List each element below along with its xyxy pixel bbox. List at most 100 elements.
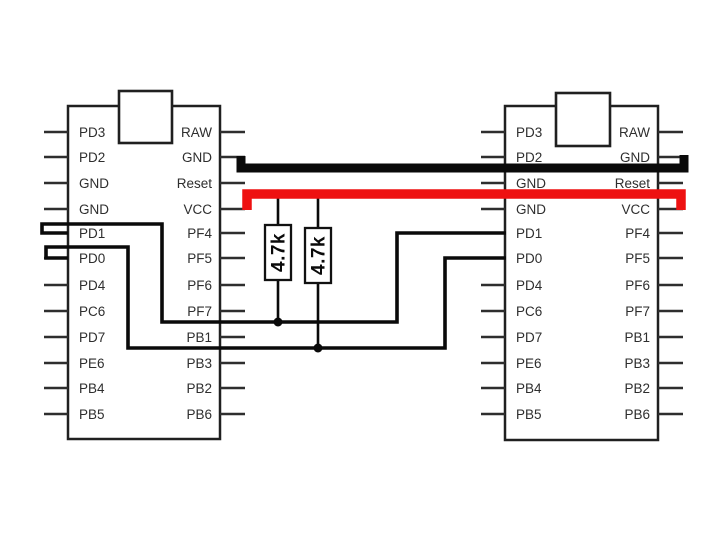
- pin-label: GND: [79, 202, 109, 217]
- resistor-value-label: 4.7k: [309, 236, 330, 275]
- pin-label: PD0: [79, 251, 105, 266]
- pin-label: PD2: [516, 150, 542, 165]
- resistor-body: [303, 226, 333, 285]
- pin-pd4: PD4: [44, 278, 106, 293]
- pin-label: PD0: [516, 251, 542, 266]
- pin-pd7: PD7: [481, 330, 542, 345]
- pin-pf5: PF5: [625, 251, 683, 266]
- pin-gnd: GND: [481, 176, 546, 191]
- junction-dot: [313, 343, 323, 353]
- pin-label: PB1: [186, 330, 212, 345]
- pin-pb2: PB2: [624, 381, 683, 396]
- pin-pb1: PB1: [186, 330, 245, 345]
- pin-pf6: PF6: [187, 278, 245, 293]
- pin-pb3: PB3: [624, 356, 683, 371]
- pin-label: PB4: [516, 381, 542, 396]
- junction-dot: [273, 317, 283, 327]
- pin-gnd: GND: [44, 202, 109, 217]
- pin-label: PB3: [186, 356, 212, 371]
- pin-label: PD2: [79, 150, 105, 165]
- pin-label: RAW: [181, 125, 212, 140]
- pin-pe6: PE6: [44, 356, 105, 371]
- pin-label: PF6: [187, 278, 212, 293]
- pin-pd3: PD3: [44, 125, 105, 140]
- pin-pd4: PD4: [481, 278, 543, 293]
- pin-label: PB2: [624, 381, 650, 396]
- pin-gnd: GND: [44, 176, 109, 191]
- pin-pb6: PB6: [186, 407, 245, 422]
- pin-label: VCC: [621, 202, 650, 217]
- pin-label: PF4: [187, 226, 212, 241]
- pin-pc6: PC6: [481, 304, 542, 319]
- pd1-to-pd1-wire: [40, 222, 506, 324]
- pin-pb2: PB2: [186, 381, 245, 396]
- pin-pc6: PC6: [44, 304, 105, 319]
- pin-label: PF5: [187, 251, 212, 266]
- pin-label: PF5: [625, 251, 650, 266]
- pin-label: PC6: [516, 304, 542, 319]
- pin-pb4: PB4: [481, 381, 542, 396]
- pin-pd7: PD7: [44, 330, 105, 345]
- pin-pb1: PB1: [624, 330, 683, 345]
- pin-pd2: PD2: [481, 150, 542, 165]
- pin-label: PF7: [187, 304, 212, 319]
- pin-label: PB1: [624, 330, 650, 345]
- pin-label: GND: [620, 150, 650, 165]
- pin-label: VCC: [183, 202, 212, 217]
- pin-pe6: PE6: [481, 356, 542, 371]
- usb-connector: [554, 91, 612, 148]
- gnd-wire: [236, 155, 689, 173]
- pin-label: PF4: [625, 226, 650, 241]
- pin-pb4: PB4: [44, 381, 105, 396]
- pin-reset: Reset: [177, 176, 245, 191]
- pin-label: GND: [516, 202, 546, 217]
- pullup-resistor-1: 4.7k: [263, 196, 293, 322]
- pin-pb5: PB5: [481, 407, 542, 422]
- pin-label: Reset: [177, 176, 213, 191]
- pin-label: PD1: [79, 226, 105, 241]
- pin-label: PD3: [516, 125, 542, 140]
- pin-pf6: PF6: [625, 278, 683, 293]
- pin-pf5: PF5: [187, 251, 245, 266]
- pin-label: Reset: [615, 176, 651, 191]
- pin-pd3: PD3: [481, 125, 542, 140]
- pin-pb5: PB5: [44, 407, 105, 422]
- pin-label: PB4: [79, 381, 105, 396]
- pin-pf7: PF7: [187, 304, 245, 319]
- pin-label: PB5: [516, 407, 542, 422]
- pin-label: PB5: [79, 407, 105, 422]
- pin-raw: RAW: [181, 125, 245, 140]
- pin-gnd: GND: [620, 150, 683, 165]
- pd0-to-pd0-wire: [44, 245, 506, 350]
- vcc-wire: [242, 189, 686, 210]
- pin-raw: RAW: [619, 125, 683, 140]
- pin-pf4: PF4: [187, 226, 245, 241]
- pin-label: PE6: [79, 356, 105, 371]
- pin-label: PF6: [625, 278, 650, 293]
- pin-label: GND: [516, 176, 546, 191]
- pin-label: PD1: [516, 226, 542, 241]
- pin-label: PB3: [624, 356, 650, 371]
- pin-label: PF7: [625, 304, 650, 319]
- pin-pf4: PF4: [625, 226, 683, 241]
- mcu-body: [503, 104, 660, 442]
- pin-reset: Reset: [615, 176, 683, 191]
- pin-label: PB2: [186, 381, 212, 396]
- pin-label: GND: [79, 176, 109, 191]
- pin-label: PD7: [79, 330, 105, 345]
- pin-label: PB6: [186, 407, 212, 422]
- usb-connector: [117, 89, 174, 145]
- pin-vcc: VCC: [183, 202, 245, 217]
- pin-pf7: PF7: [625, 304, 683, 319]
- pin-label: PE6: [516, 356, 542, 371]
- pin-label: PD3: [79, 125, 105, 140]
- pin-pb6: PB6: [624, 407, 683, 422]
- pin-label: RAW: [619, 125, 650, 140]
- pullup-resistor-2: 4.7k: [303, 197, 333, 348]
- pin-label: PD4: [516, 278, 543, 293]
- mcu-body: [66, 104, 222, 441]
